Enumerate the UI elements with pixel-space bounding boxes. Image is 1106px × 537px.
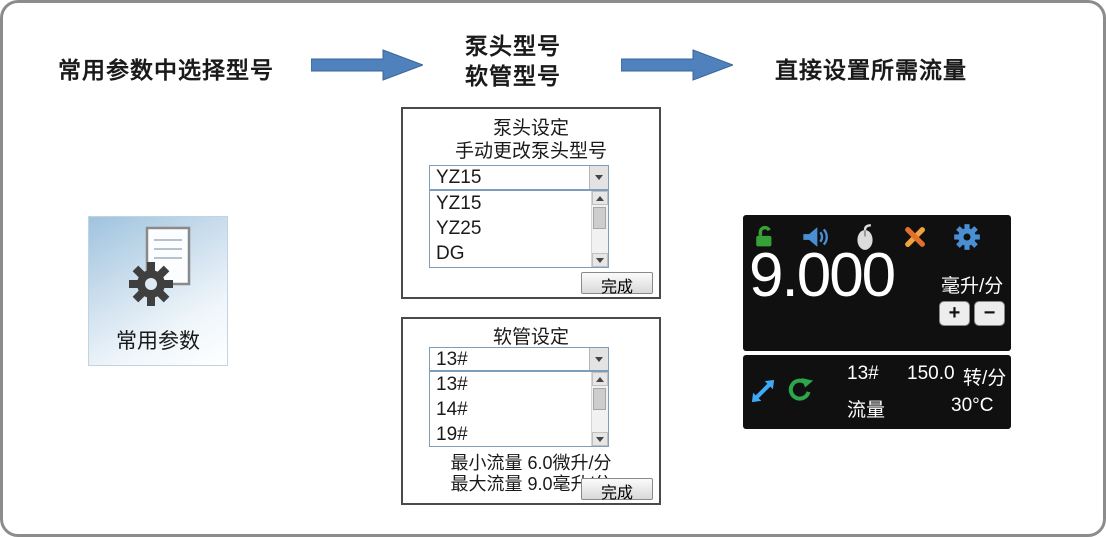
arrow-right-icon xyxy=(311,49,423,81)
horn-icon[interactable] xyxy=(801,223,829,251)
flow-step-set-flow: 直接设置所需流量 xyxy=(775,57,967,83)
unlock-icon[interactable] xyxy=(751,223,779,251)
mouse-icon[interactable] xyxy=(851,223,879,251)
tube-dialog-title: 软管设定 xyxy=(492,327,569,348)
pump-dialog-subtitle: 手动更改泵头型号 xyxy=(454,141,607,162)
pump-done-button[interactable]: 完成 xyxy=(581,272,653,296)
chevron-down-icon xyxy=(595,175,603,180)
chevron-down-icon xyxy=(596,436,604,442)
speed-value: 150.0 xyxy=(907,363,955,384)
list-item[interactable]: 13# xyxy=(436,374,468,395)
list-item[interactable]: 14# xyxy=(436,399,468,420)
arrow-right-icon xyxy=(621,49,733,81)
pump-model-line: 泵头型号 xyxy=(465,33,561,59)
tube-model-line: 软管型号 xyxy=(465,63,561,89)
document-gear-icon xyxy=(129,226,191,306)
temperature-value: 30°C xyxy=(951,395,994,416)
pump-combobox-value: YZ15 xyxy=(436,167,482,188)
pump-dialog-title: 泵头设定 xyxy=(492,118,569,139)
flow-step-select-model: 常用参数中选择型号 xyxy=(58,57,274,83)
list-item[interactable]: DG xyxy=(436,243,465,264)
pump-model-list: YZ15 YZ25 DG xyxy=(429,190,609,268)
pump-model-combobox[interactable]: YZ15 xyxy=(429,165,609,190)
list-item[interactable]: 19# xyxy=(436,424,468,445)
pump-combobox-dropdown-button[interactable] xyxy=(589,166,608,189)
rotate-icon[interactable] xyxy=(785,375,815,405)
scroll-down-button[interactable] xyxy=(592,432,608,446)
gear-icon[interactable] xyxy=(953,223,981,251)
pump-head-dialog: 泵头设定 手动更改泵头型号 YZ15 YZ15 YZ25 DG 完成 xyxy=(401,107,661,299)
decrease-flow-button[interactable]: − xyxy=(974,301,1005,326)
flow-step-model-types: 泵头型号 软管型号 xyxy=(433,31,593,91)
common-params-tile[interactable]: 常用参数 xyxy=(88,216,228,366)
scroll-up-button[interactable] xyxy=(592,372,608,386)
scroll-up-button[interactable] xyxy=(592,191,608,205)
chevron-down-icon xyxy=(596,257,604,263)
tube-done-button[interactable]: 完成 xyxy=(581,478,653,502)
scroll-down-button[interactable] xyxy=(592,253,608,267)
increase-flow-button[interactable]: + xyxy=(939,301,970,326)
chevron-up-icon xyxy=(596,376,604,382)
pump-display-main: 9.000 毫升/分 + − xyxy=(743,215,1011,351)
tube-size-combobox[interactable]: 13# xyxy=(429,347,609,371)
direction-arrows-icon[interactable] xyxy=(749,377,777,405)
common-params-label: 常用参数 xyxy=(116,330,200,353)
scrollbar-thumb[interactable] xyxy=(593,207,606,229)
flow-rate-value: 9.000 xyxy=(749,241,896,310)
min-flow-note: 最小流量 6.0微升/分 xyxy=(450,453,612,473)
chevron-up-icon xyxy=(596,195,604,201)
tools-icon[interactable] xyxy=(901,223,929,251)
chevron-down-icon xyxy=(595,356,603,362)
speed-unit-label: 转/分 xyxy=(963,368,1007,389)
scrollbar-thumb[interactable] xyxy=(593,388,606,410)
list-scrollbar[interactable] xyxy=(591,372,608,446)
list-item[interactable]: YZ15 xyxy=(436,193,482,214)
tube-size-list: 13# 14# 19# xyxy=(429,371,609,447)
list-item[interactable]: YZ25 xyxy=(436,218,482,239)
gear-glyph xyxy=(129,262,173,306)
max-flow-note: 最大流量 9.0毫升/分 xyxy=(450,474,612,494)
pump-display-status: 13# 流量 150.0 转/分 30°C xyxy=(743,355,1011,429)
list-scrollbar[interactable] xyxy=(591,191,608,267)
tube-dialog: 软管设定 13# 13# 14# 19# 最小流量 6.0微升/分 最大流量 9… xyxy=(401,317,661,505)
tube-combobox-value: 13# xyxy=(436,349,468,370)
tube-size-value: 13# xyxy=(847,363,879,384)
flow-mode-label: 流量 xyxy=(847,400,886,421)
tube-combobox-dropdown-button[interactable] xyxy=(589,348,608,370)
flow-rate-unit-label: 毫升/分 xyxy=(941,276,1004,297)
